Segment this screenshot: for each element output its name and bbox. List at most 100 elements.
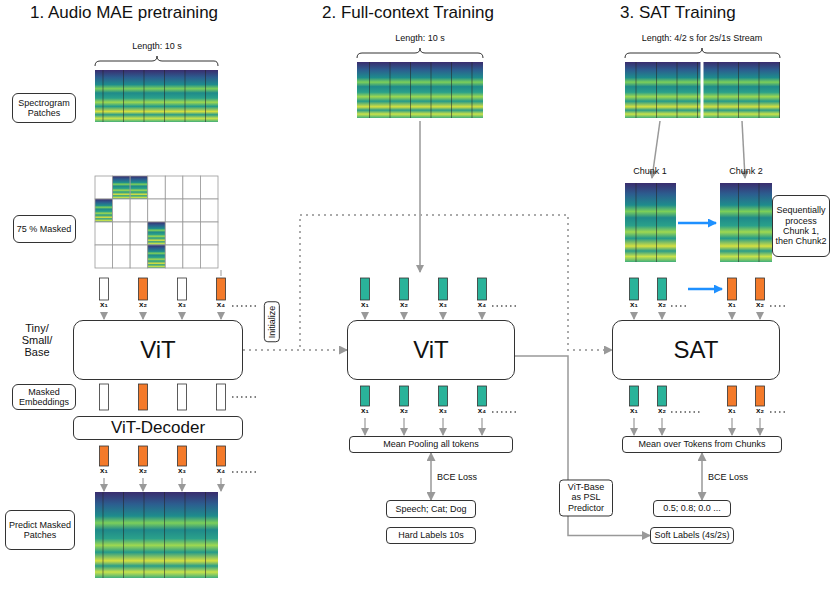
connector: [430, 453, 432, 500]
token: [217, 278, 226, 300]
token-label: x₂: [756, 301, 764, 310]
patch-cell: [130, 222, 148, 245]
process-box: Masked Embeddings: [12, 384, 76, 410]
token-label: x₁: [630, 301, 638, 310]
annotation: Length: 10 s: [132, 42, 182, 52]
patch-cell: [200, 176, 218, 199]
token: [756, 278, 765, 300]
token: [728, 278, 737, 300]
patch-cell: [148, 222, 166, 245]
process-box: 0.5; 0.8; 0.0 ...: [653, 500, 731, 517]
patch-cell: [165, 245, 183, 268]
token-arrow: [142, 478, 143, 491]
token-label: x₄: [217, 301, 225, 310]
token-arrow: [442, 418, 443, 435]
token-arrow: [403, 312, 404, 319]
token-arrow: [403, 418, 404, 435]
token-label: x₂: [658, 407, 666, 416]
token-arrow: [142, 312, 143, 319]
node-text: Masked Embeddings: [13, 387, 75, 408]
token-label: x₂: [139, 301, 147, 310]
patch-cell: [165, 176, 183, 199]
patch-cell: [95, 222, 113, 245]
patch-cell: [130, 176, 148, 199]
patch-cell: [113, 222, 131, 245]
patch-cell: [183, 245, 201, 268]
section-heading: 2. Full-context Training: [322, 4, 494, 23]
token-arrow: [633, 312, 634, 319]
patch-cell: [200, 199, 218, 222]
token: [400, 278, 409, 300]
token-label: x₁: [361, 407, 369, 416]
annotation: Length: 4/2 s for 2s/1s Stream: [642, 34, 763, 44]
patch-cell: [183, 176, 201, 199]
token: [658, 386, 667, 406]
edge-label: Initialize: [264, 302, 280, 343]
patch-cell: [165, 222, 183, 245]
node-text: Mean over Tokens from Chunks: [639, 439, 766, 449]
token: [217, 384, 226, 410]
connector: [701, 453, 703, 500]
process-box: ViT: [73, 320, 243, 380]
process-box: Predict Masked Patches: [5, 510, 75, 550]
node-text: Spectrogram Patches: [13, 98, 75, 119]
token-arrow: [181, 312, 182, 319]
token: [478, 278, 487, 300]
patch-cell: [148, 199, 166, 222]
token-arrow: [103, 312, 104, 319]
annotation: Chunk 2: [729, 167, 763, 177]
patch-cell: [183, 222, 201, 245]
token: [630, 386, 639, 406]
node-text: Sequentially process Chunk 1, then Chunk…: [773, 205, 829, 246]
patch-cell: [113, 245, 131, 268]
patch-cell: [95, 176, 113, 199]
token-label: x₂: [400, 301, 408, 310]
token-label: x₂: [756, 407, 764, 416]
token-label: x₁: [100, 301, 108, 310]
patch-cell: [200, 245, 218, 268]
process-box: ViT: [347, 320, 515, 380]
process-box: Soft Labels (4s/2s): [650, 527, 734, 544]
token-label: x₂: [139, 467, 147, 476]
annotation: Length: 10 s: [395, 34, 445, 44]
process-box: Hard Labels 10s: [386, 527, 476, 544]
token: [658, 278, 667, 300]
node-text: Mean Pooling all tokens: [383, 439, 479, 449]
token: [100, 446, 109, 466]
token: [361, 278, 370, 300]
token-label: x₃: [178, 301, 186, 310]
token-label: x₃: [439, 407, 447, 416]
node-text: ViT-Decoder: [111, 418, 205, 438]
patch-cell: [113, 199, 131, 222]
patch-cell: [148, 245, 166, 268]
token: [630, 278, 639, 300]
node-text: Speech; Cat; Dog: [395, 504, 466, 514]
section-heading: 1. Audio MAE pretraining: [30, 4, 218, 23]
token-label: x₃: [439, 301, 447, 310]
token: [361, 386, 370, 406]
token-label: x₃: [178, 467, 186, 476]
patch-cell: [200, 222, 218, 245]
node-text: ViT: [140, 336, 176, 364]
node-text: 0.5; 0.8; 0.0 ...: [663, 503, 721, 513]
token-label: x₁: [728, 301, 736, 310]
token-arrow: [481, 312, 482, 319]
node-text: Soft Labels (4s/2s): [654, 530, 729, 540]
node-text: 75 % Masked: [17, 224, 72, 234]
process-box: SAT: [612, 320, 780, 380]
patch-cell: [183, 199, 201, 222]
patch-cell: [130, 245, 148, 268]
token-arrow: [181, 478, 182, 491]
token-arrow: [364, 312, 365, 319]
patch-cell: [165, 199, 183, 222]
node-text: SAT: [674, 336, 719, 364]
section-heading: 3. SAT Training: [620, 4, 736, 23]
token-label: x₁: [728, 407, 736, 416]
token: [100, 384, 109, 410]
process-box: Mean Pooling all tokens: [349, 436, 513, 453]
token: [178, 384, 187, 410]
token-arrow: [103, 478, 104, 491]
token: [100, 278, 109, 300]
patch-cell: [148, 176, 166, 199]
token-arrow: [661, 418, 662, 435]
